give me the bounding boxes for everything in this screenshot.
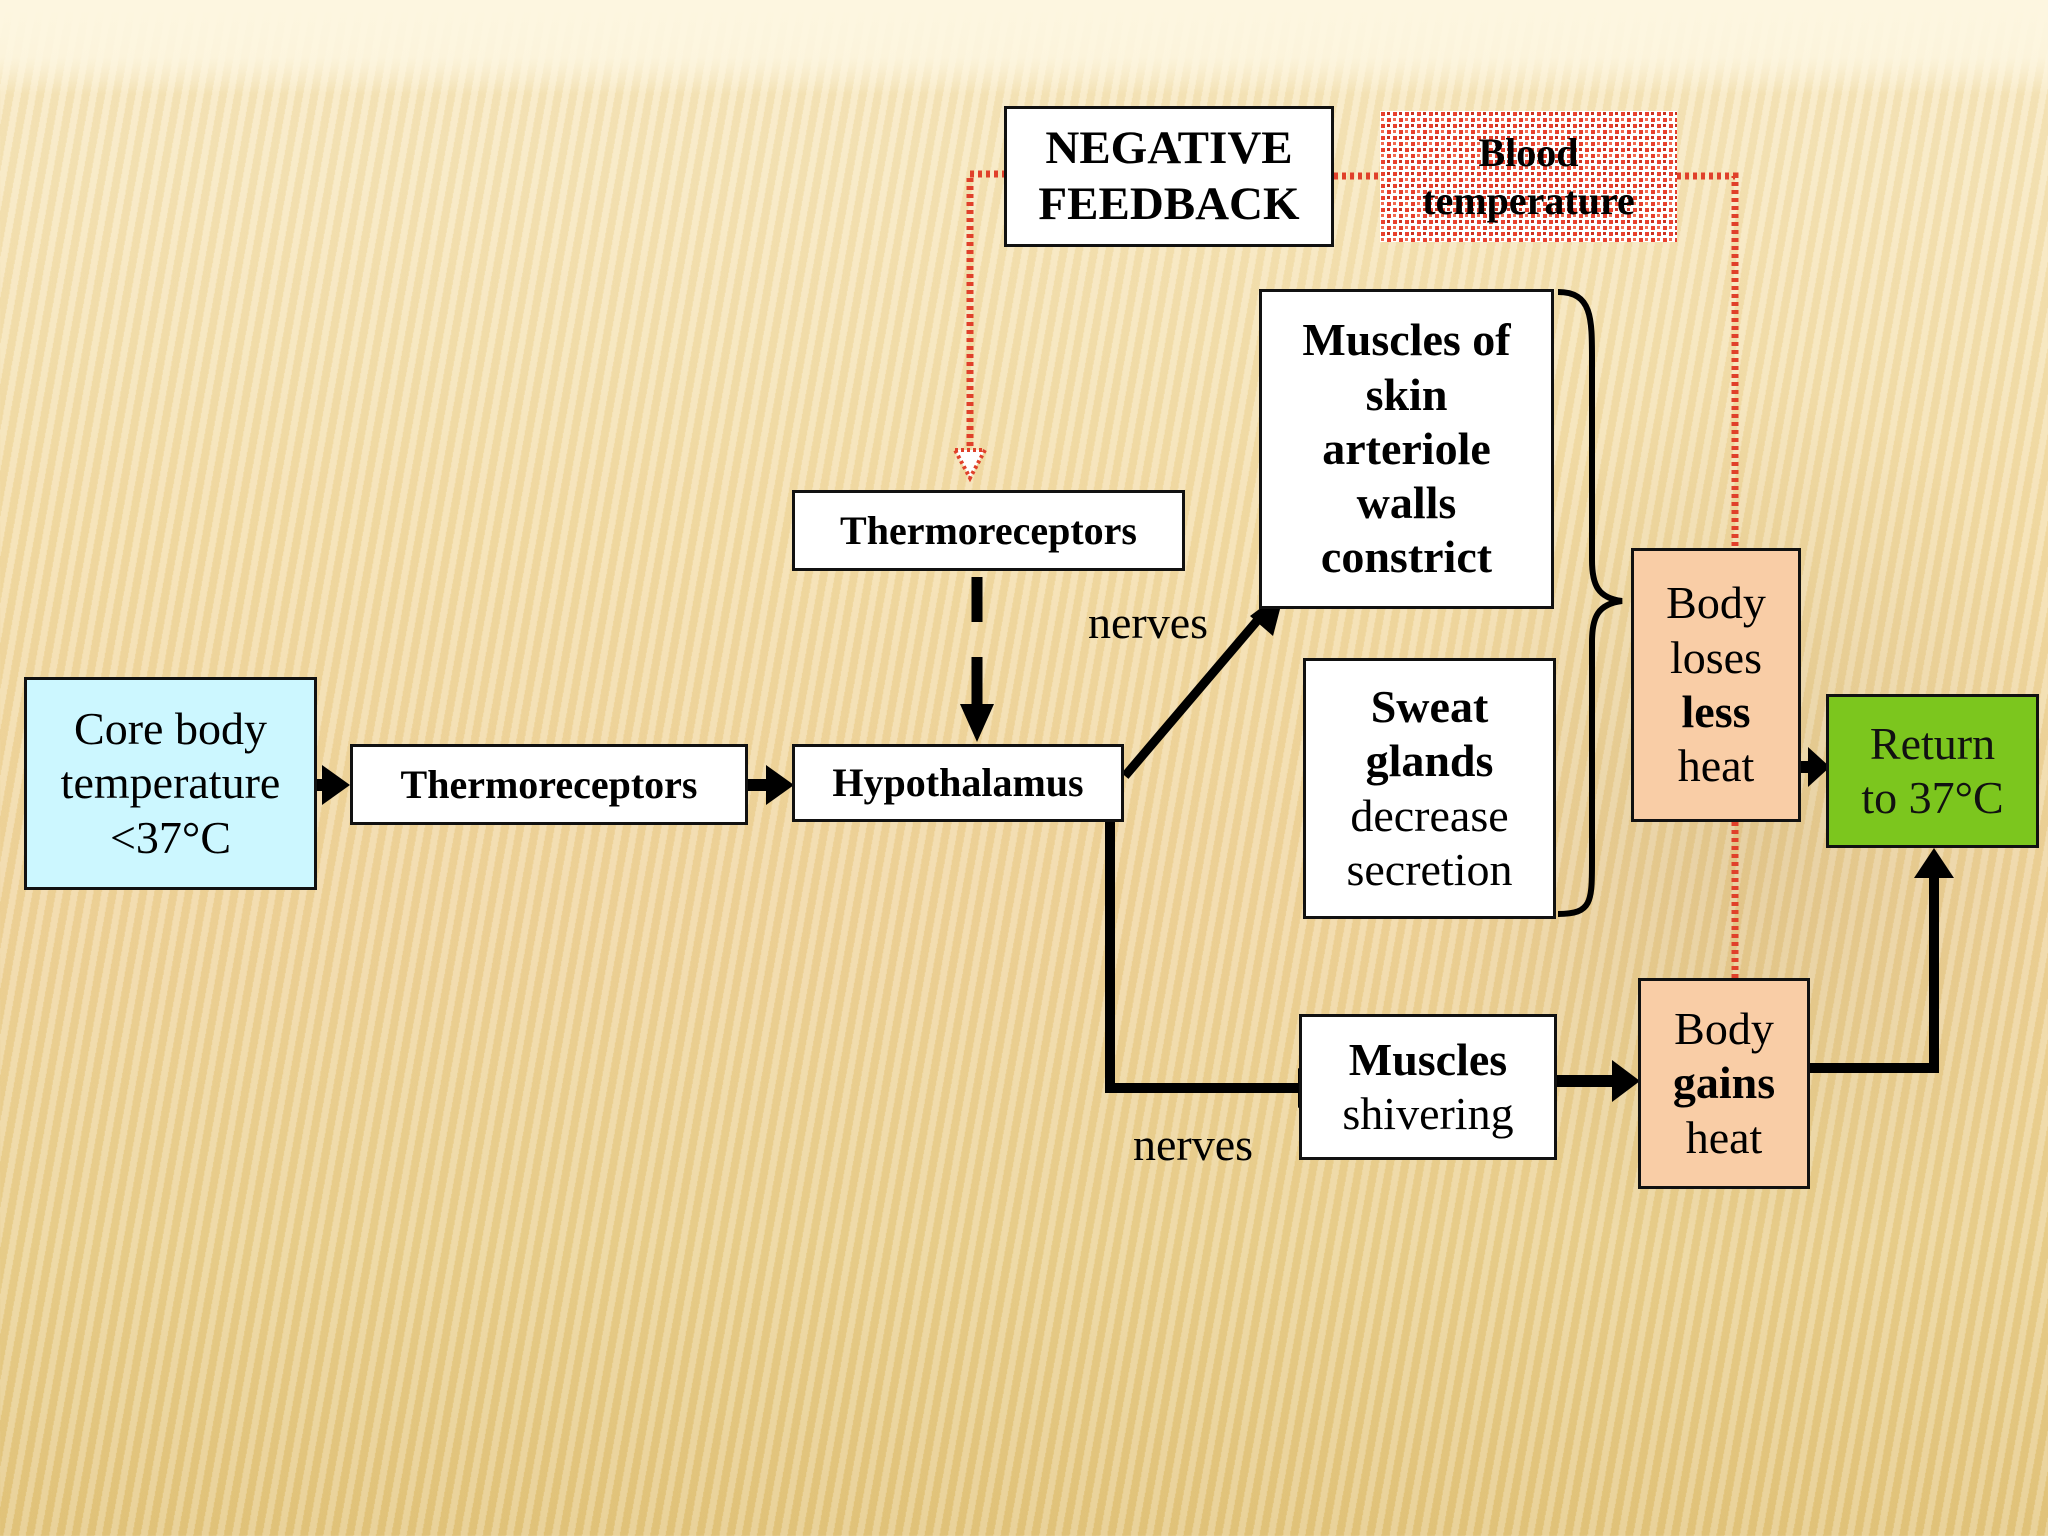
loses-line1: Body bbox=[1666, 577, 1766, 629]
sweat-line4: secretion bbox=[1346, 843, 1513, 895]
core-body-temperature-box: Core body temperature <37°C bbox=[24, 677, 317, 890]
muscles-shivering-box: Muscles shivering bbox=[1299, 1014, 1557, 1160]
loses-line3: less bbox=[1681, 686, 1751, 737]
gains-line1: Body bbox=[1674, 1003, 1774, 1055]
blood-temperature-line1: Blood bbox=[1478, 130, 1579, 176]
arteriole-muscles-box: Muscles of skin arteriole walls constric… bbox=[1259, 289, 1554, 609]
return-box: Return to 37°C bbox=[1826, 694, 2039, 848]
feedback-line-right bbox=[1677, 172, 1739, 548]
hypothalamus-label: Hypothalamus bbox=[832, 760, 1084, 806]
curly-brace bbox=[1557, 289, 1623, 917]
core-temp-line3: <37°C bbox=[109, 811, 232, 863]
feedback-arrowhead bbox=[951, 448, 989, 483]
sweat-line1: Sweat bbox=[1370, 680, 1489, 732]
arrow-body-loses-to-return bbox=[1801, 747, 1830, 787]
core-temp-line1: Core body bbox=[74, 703, 267, 755]
arteriole-line3: arteriole bbox=[1322, 422, 1491, 474]
core-temp-line2: temperature bbox=[60, 757, 281, 809]
thermoreceptors-box-top: Thermoreceptors bbox=[792, 490, 1185, 571]
nerves-label-upper: nerves bbox=[1088, 597, 1209, 648]
body-gains-heat-box: Body gains heat bbox=[1638, 978, 1810, 1189]
arrow-shivering-to-body-gains bbox=[1557, 1060, 1640, 1102]
gains-line2: gains bbox=[1672, 1057, 1776, 1109]
body-loses-heat-box: Body loses less heat bbox=[1631, 548, 1801, 822]
background-top-fade bbox=[0, 0, 2048, 95]
blood-temperature-line2: temperature bbox=[1422, 177, 1635, 223]
loses-line2: loses bbox=[1670, 631, 1762, 683]
thermoreceptors-box-main: Thermoreceptors bbox=[350, 744, 748, 825]
arrow-body-gains-to-return bbox=[1810, 848, 1954, 1073]
blood-temperature-box: Blood temperature bbox=[1380, 111, 1677, 242]
negative-feedback-box: NEGATIVE FEEDBACK bbox=[1004, 106, 1334, 247]
thermoreceptors-main-label: Thermoreceptors bbox=[400, 761, 698, 807]
arrow-hypothalamus-to-shivering bbox=[1105, 822, 1330, 1108]
loses-line4: heat bbox=[1677, 740, 1755, 792]
shivering-line2: shivering bbox=[1342, 1088, 1514, 1139]
sweat-line3: decrease bbox=[1350, 789, 1509, 841]
gains-line3: heat bbox=[1685, 1111, 1763, 1163]
arrow-top-thermoreceptors-to-hypothalamus bbox=[960, 577, 994, 742]
arteriole-line5: constrict bbox=[1320, 531, 1493, 583]
thermoreceptors-top-label: Thermoreceptors bbox=[840, 507, 1137, 553]
return-line2: to 37°C bbox=[1861, 772, 2004, 823]
arteriole-line1: Muscles of bbox=[1302, 314, 1511, 366]
hypothalamus-box: Hypothalamus bbox=[792, 744, 1124, 822]
negative-feedback-line1: NEGATIVE bbox=[1045, 122, 1293, 175]
arteriole-line2: skin bbox=[1365, 368, 1448, 420]
arteriole-line4: walls bbox=[1356, 477, 1457, 529]
nerves-label-lower: nerves bbox=[1133, 1119, 1254, 1170]
negative-feedback-line2: FEEDBACK bbox=[1038, 177, 1300, 230]
sweat-glands-box: Sweat glands decrease secretion bbox=[1303, 658, 1556, 919]
shivering-line1: Muscles bbox=[1348, 1033, 1508, 1085]
feedback-line-left bbox=[966, 170, 1006, 468]
sweat-line2: glands bbox=[1365, 735, 1494, 787]
blood-temperature-pattern bbox=[1380, 111, 1677, 242]
feedback-loop-lines bbox=[966, 170, 1739, 978]
return-line1: Return bbox=[1869, 717, 1996, 769]
